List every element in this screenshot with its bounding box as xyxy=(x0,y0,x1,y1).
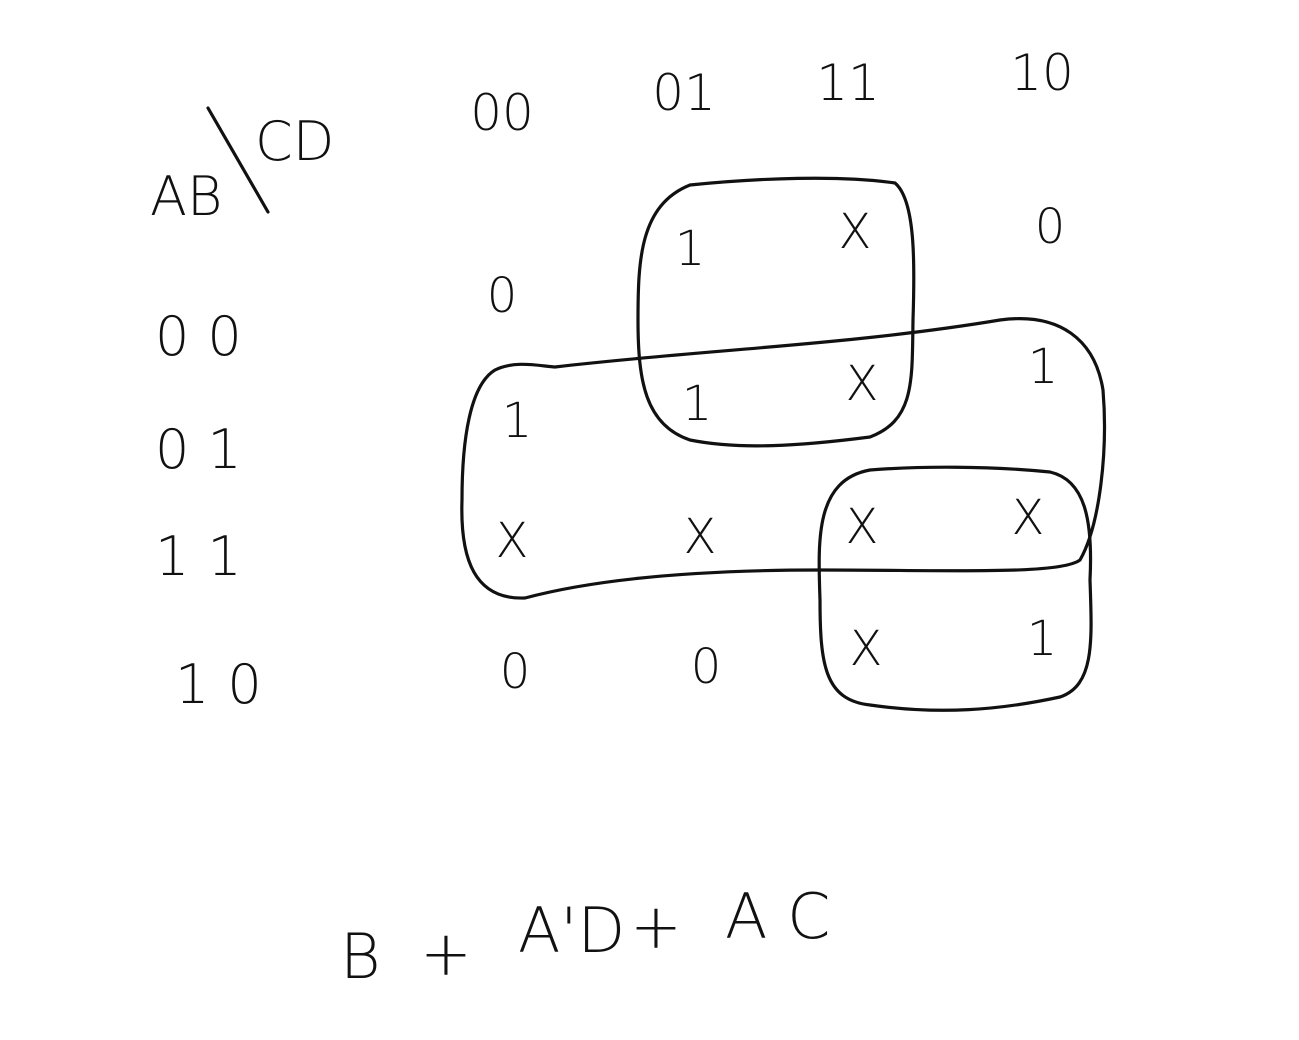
kmap-cell: 1 xyxy=(1028,339,1059,395)
kmap-cell: 1 xyxy=(1027,611,1058,667)
column-header: 00 xyxy=(470,84,534,142)
row-header: 11 xyxy=(155,525,260,588)
expression-plus-1: + xyxy=(420,917,472,990)
row-header: 01 xyxy=(155,418,260,481)
column-header: 01 xyxy=(652,64,716,122)
column-headers: 00 01 11 10 xyxy=(470,44,1074,142)
kmap-cell: X xyxy=(850,621,883,677)
group-loop-adprime xyxy=(636,176,916,448)
expression-term-ac: A C xyxy=(725,880,830,953)
kmap-cell: X xyxy=(496,513,529,569)
group-loop-b xyxy=(460,317,1107,600)
row-header: 10 xyxy=(175,653,280,716)
simplified-expression: B + A'D + A C xyxy=(340,880,830,993)
kmap-cell: X xyxy=(846,499,879,555)
column-header: 10 xyxy=(1010,44,1074,102)
column-variables-label: CD xyxy=(255,110,334,173)
row-headers: 00 01 11 10 xyxy=(155,305,280,716)
kmap-cell: X xyxy=(1012,490,1045,546)
expression-term-adprime: A'D xyxy=(518,894,625,967)
kmap-cell: 1 xyxy=(682,376,713,432)
kmap-cell: X xyxy=(839,204,872,260)
expression-plus-2: + xyxy=(630,890,682,963)
row-header: 00 xyxy=(155,305,260,368)
kmap-cell: X xyxy=(846,356,879,412)
kmap-cell: 1 xyxy=(675,221,706,277)
kmap-cell: 1 xyxy=(502,393,533,449)
kmap-cell: 0 xyxy=(500,644,531,700)
corner-divider xyxy=(206,106,270,214)
kmap-cell: 0 xyxy=(691,639,722,695)
group-loop-ac xyxy=(817,465,1093,712)
expression-term-b: B xyxy=(340,920,381,993)
kmap-cell: 0 xyxy=(487,268,518,324)
column-header: 11 xyxy=(816,54,880,112)
kmap-cell: X xyxy=(684,509,717,565)
row-variables-label: AB xyxy=(150,165,222,228)
kmap-cell: 0 xyxy=(1035,199,1066,255)
